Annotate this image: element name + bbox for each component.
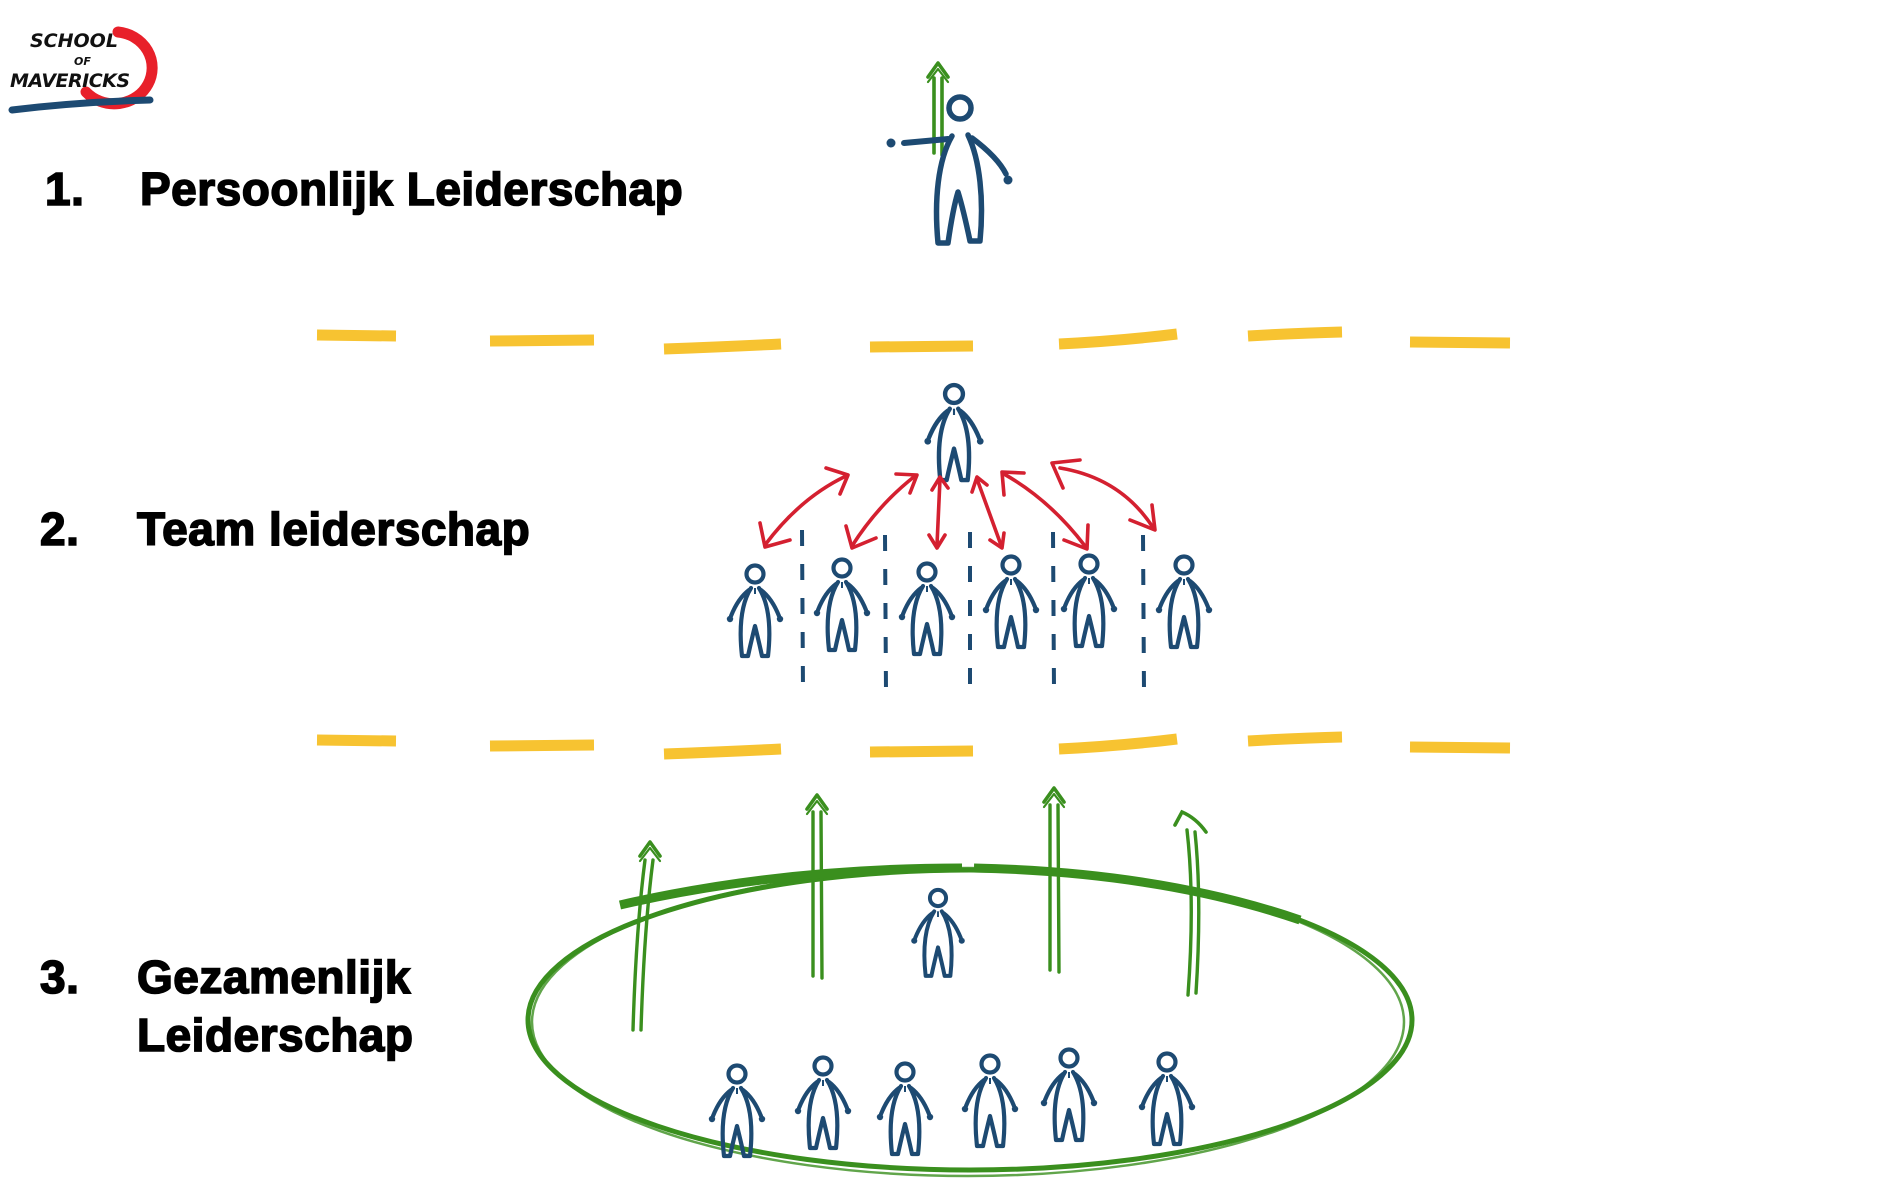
- section-3-title-line-1: Gezamenlijk: [136, 951, 411, 1003]
- section-3-title-line-2: Leiderschap: [136, 1009, 414, 1061]
- section-1-illustration: [886, 61, 1013, 246]
- double-arrow-icon: [927, 475, 950, 550]
- double-arrow-icon: [1000, 470, 1090, 551]
- double-arrow-icon: [758, 466, 850, 549]
- logo-graphic: [8, 26, 158, 114]
- team-separators: [800, 529, 1146, 693]
- team-member-person-icon: [983, 557, 1039, 648]
- growth-arrows: [631, 786, 1208, 1032]
- logo-line-of: OF: [74, 55, 91, 68]
- interaction-arrows: [758, 458, 1157, 551]
- divider-line-2: [316, 731, 1511, 760]
- circle-member-person-icon: [1041, 1050, 1097, 1141]
- growth-arrow-icon: [805, 793, 829, 980]
- growth-arrow-icon: [1042, 786, 1066, 974]
- circle-member-person-icon: [795, 1058, 851, 1149]
- section-3-number: 3.: [39, 951, 80, 1003]
- school-of-mavericks-logo: SCHOOL OF MAVERICKS: [8, 22, 158, 122]
- center-person-icon: [909, 887, 967, 978]
- section-2-title: Team leiderschap: [136, 503, 531, 555]
- double-arrow-icon: [970, 475, 1006, 550]
- logo-line-mavericks: MAVERICKS: [10, 70, 130, 92]
- growth-arrow-icon: [1173, 809, 1208, 997]
- team-member-person-icon: [727, 566, 783, 657]
- double-arrow-icon: [844, 472, 919, 550]
- logo-line-school: SCHOOL: [30, 30, 118, 52]
- circle-member-person-icon: [962, 1056, 1018, 1147]
- team-member-person-icon: [899, 564, 955, 655]
- team-member-person-icon: [814, 560, 870, 651]
- circle-member-person-icon: [877, 1064, 933, 1155]
- double-arrow-icon: [1050, 458, 1157, 532]
- divider-line-1: [316, 326, 1511, 355]
- circle-member-person-icon: [1139, 1054, 1195, 1145]
- team-leader-person-icon: [924, 385, 983, 480]
- section-1-title: Persoonlijk Leiderschap: [139, 163, 684, 215]
- growth-arrow-icon: [631, 840, 662, 1032]
- team-member-person-icon: [1061, 556, 1117, 647]
- section-3-illustration: [525, 786, 1415, 1178]
- team-member-person-icon: [1156, 557, 1212, 648]
- circle-members: [709, 1050, 1195, 1157]
- section-2-illustration: [727, 385, 1212, 693]
- enclosing-circle: [525, 863, 1415, 1178]
- section-2-number: 2.: [39, 503, 80, 555]
- person-icon: [886, 94, 1013, 246]
- section-1-number: 1.: [44, 163, 85, 215]
